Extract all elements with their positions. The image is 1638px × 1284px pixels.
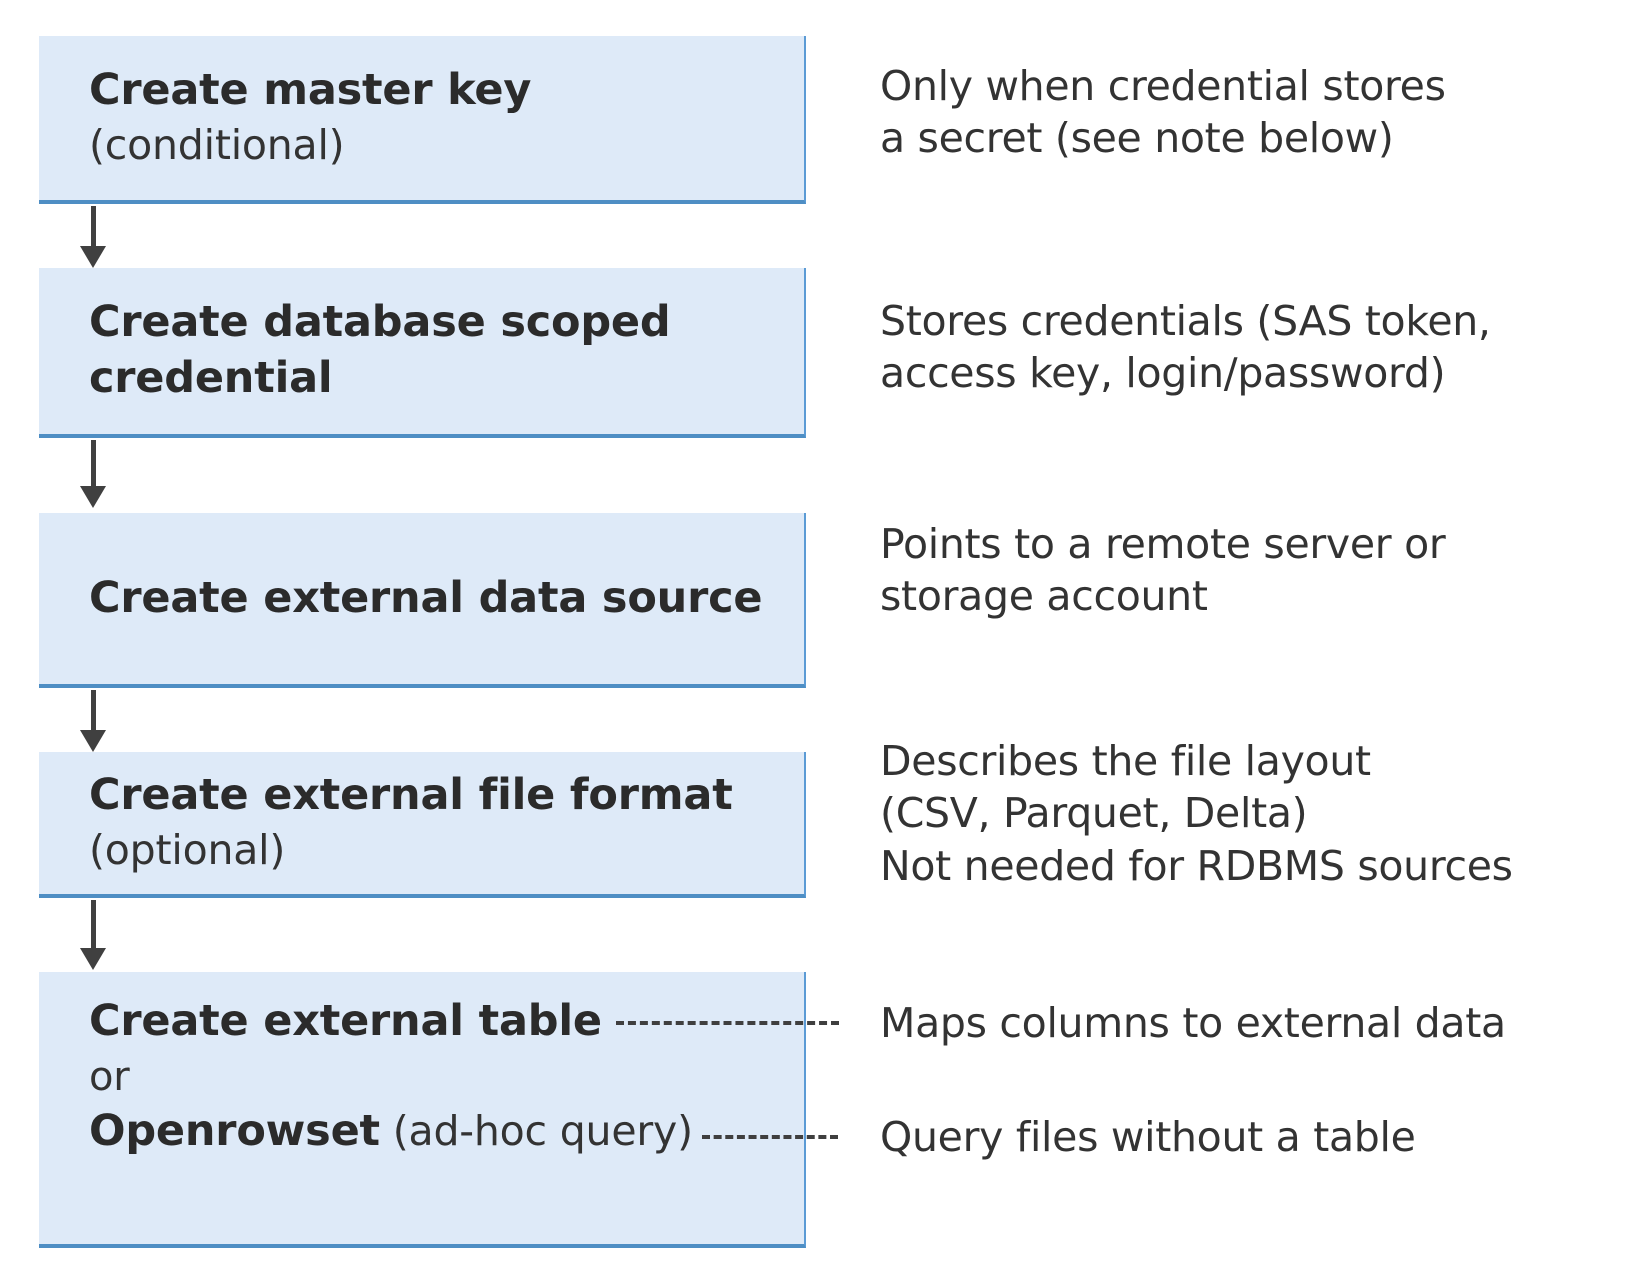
step-title-external-table: Create external table [89,996,602,1046]
step-box-create-database-scoped-credential[interactable]: Create database scoped credential [39,268,806,438]
note-create-master-key: Only when credential stores a secret (se… [880,62,1446,163]
note-openrowset: Query files without a table [880,1113,1416,1161]
note-create-database-scoped-credential: Stores credentials (SAS token, access ke… [880,297,1491,398]
note-create-external-table: Maps columns to external data [880,999,1506,1047]
arrow-down-icon [80,440,106,512]
step-text: Create master key (conditional) [39,63,804,172]
step-subtitle: (optional) [89,826,286,875]
step-title-openrowset: Openrowset [89,1105,380,1156]
step-text: Create external file format (optional) [39,768,804,877]
dashed-connector-external-table [616,1021,839,1025]
step-box-create-external-table-or-openrowset[interactable]: Create external table or Openrowset (ad-… [39,972,806,1248]
note-create-external-data-source: Points to a remote server or storage acc… [880,520,1446,621]
arrow-down-icon [80,690,106,754]
step-title: Create master key [89,65,532,116]
step-title: Create external file format [89,770,733,821]
step-box-create-master-key[interactable]: Create master key (conditional) [39,36,806,204]
step-subtitle: (conditional) [89,121,345,170]
arrow-down-icon [80,206,106,268]
step-box-create-external-data-source[interactable]: Create external data source [39,513,806,688]
step-title: Create external data source [89,572,763,623]
step-title: Create database scoped credential [89,297,671,403]
step-box-create-external-file-format[interactable]: Create external file format (optional) [39,752,806,898]
step-text: Create external table or Openrowset (ad-… [39,972,804,1160]
step-or-label: or [89,1053,130,1100]
step-alt-line: Openrowset (ad-hoc query) [89,1104,788,1160]
note-create-external-file-format: Describes the file layout (CSV, Parquet,… [880,737,1513,890]
step-text: Create database scoped credential [39,295,804,407]
step-alt-suffix: (ad-hoc query) [379,1106,693,1155]
step-text: Create external data source [39,571,804,627]
arrow-down-icon [80,900,106,972]
dashed-connector-openrowset [702,1135,838,1139]
